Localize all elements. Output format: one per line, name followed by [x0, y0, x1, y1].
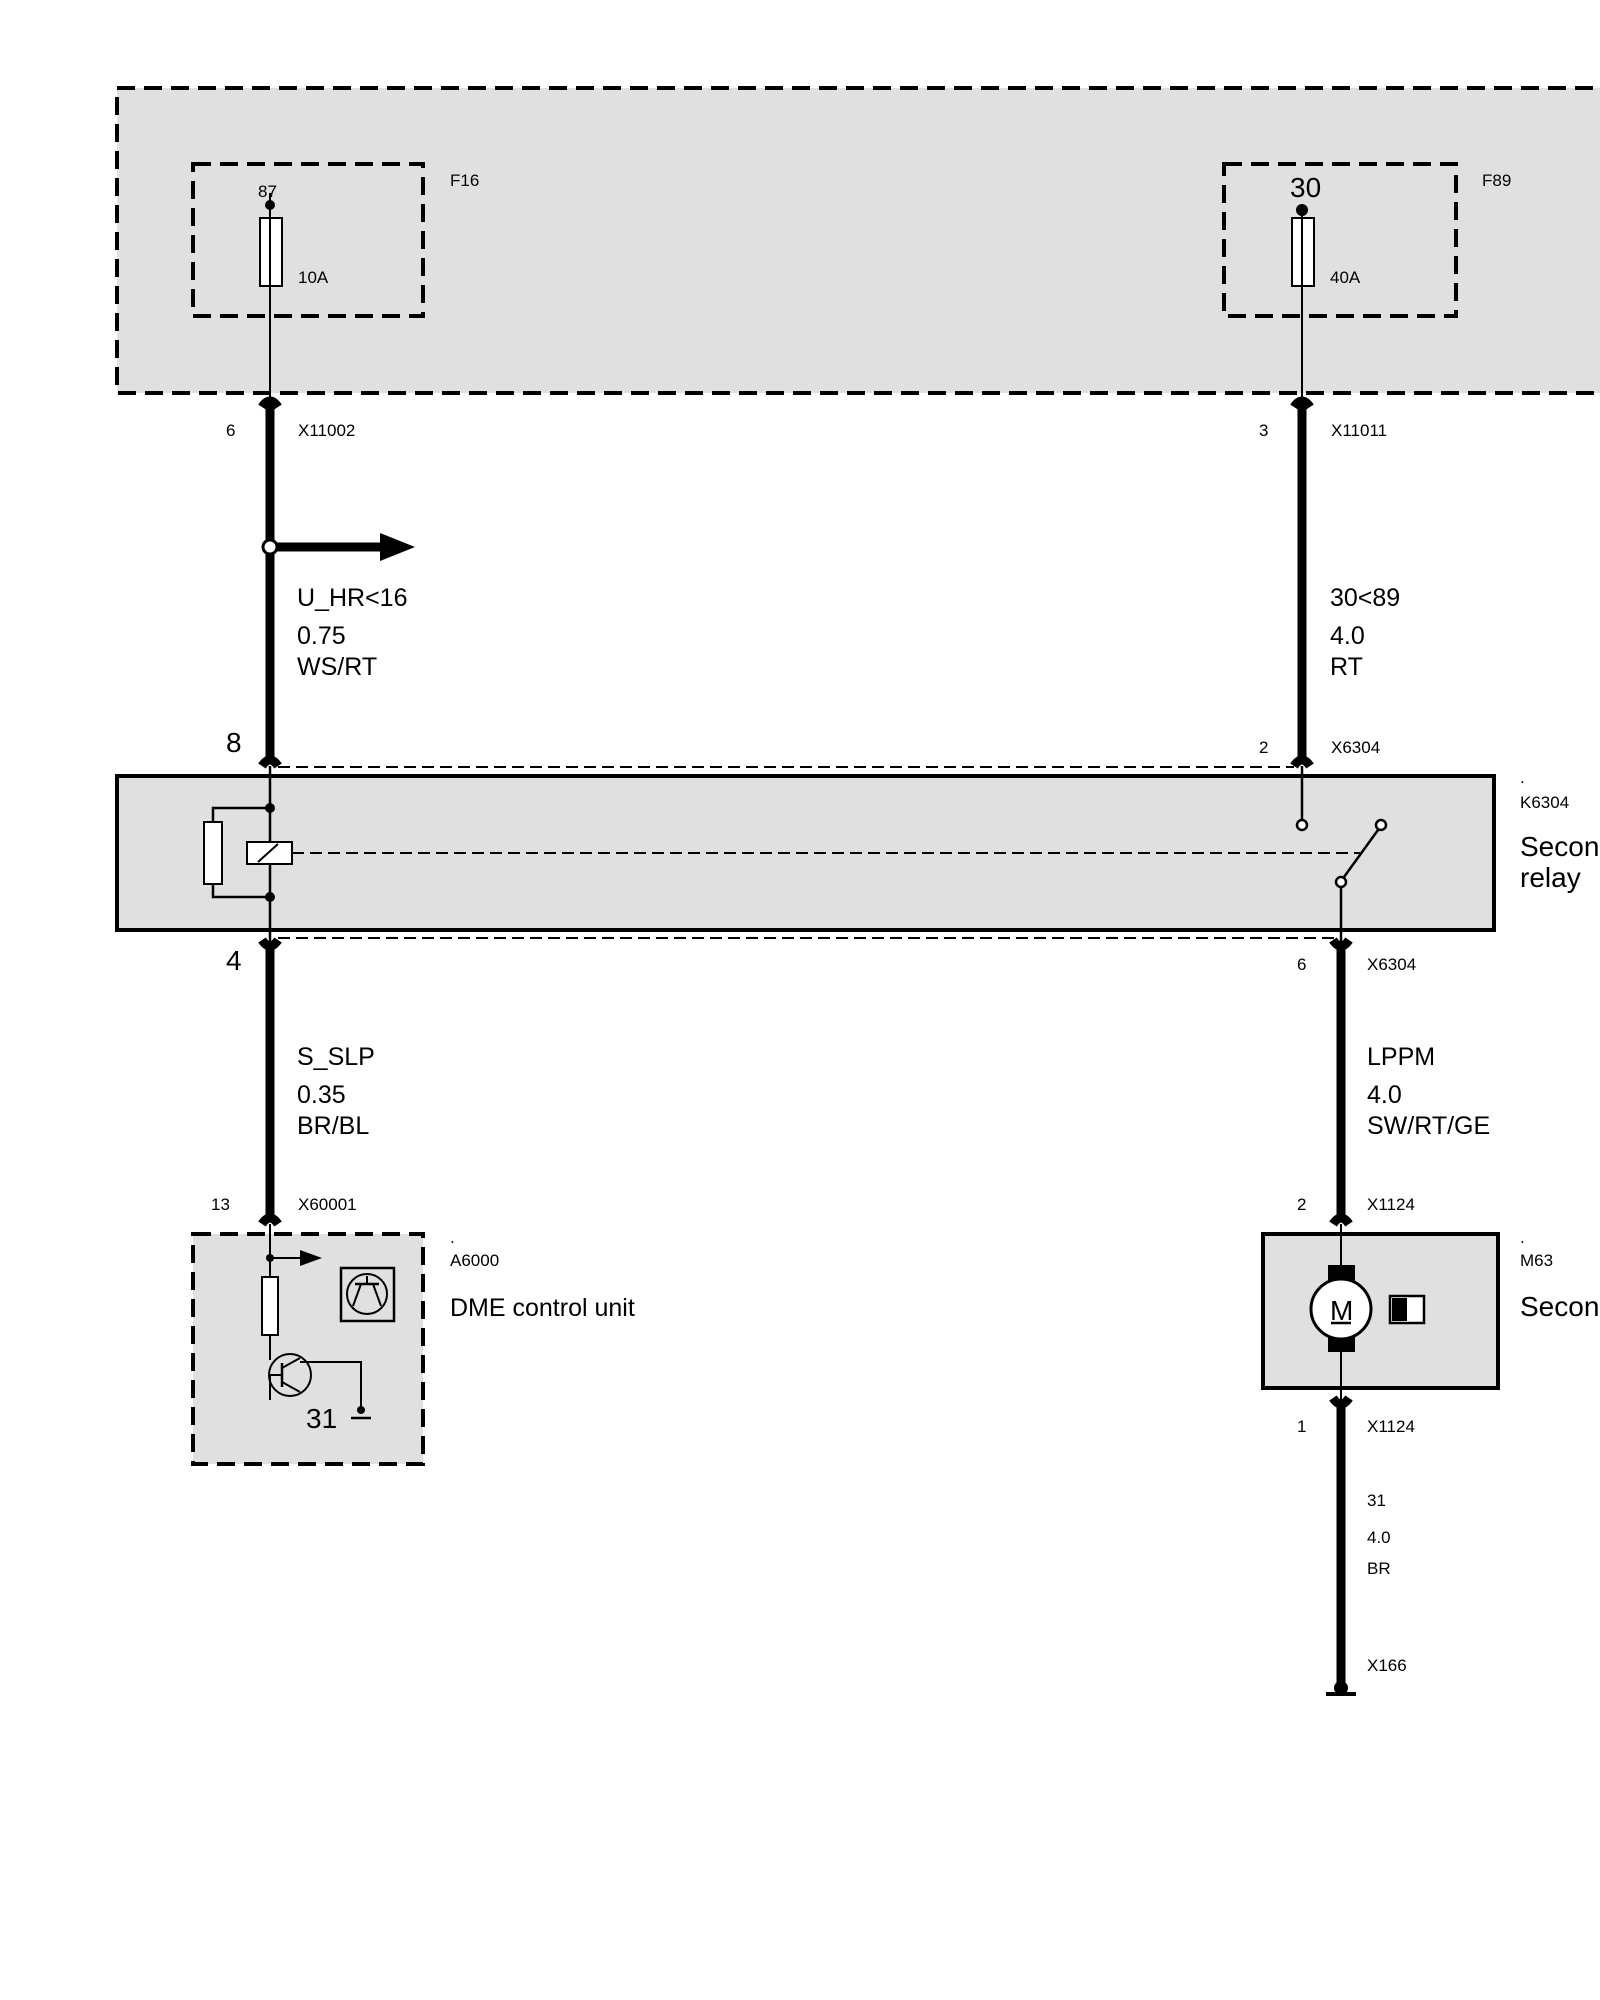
dme-id: A6000 — [450, 1251, 499, 1270]
ground-icon — [1326, 1681, 1356, 1696]
dme-internal-circuit — [261, 1224, 371, 1420]
wire-u-hr-signal: U_HR<16 — [297, 584, 407, 612]
relay-pin-2: 2 — [1259, 738, 1268, 757]
relay-pin-4: 4 — [226, 945, 242, 976]
relay-pin-8: 8 — [226, 727, 242, 758]
wire-ground[interactable] — [1329, 1395, 1353, 1688]
fuse-box — [115, 86, 1600, 395]
wire-lppm[interactable] — [1329, 937, 1353, 1227]
dme-label: DME control unit — [450, 1294, 635, 1322]
wire-lppm-color: SW/RT/GE — [1367, 1112, 1490, 1140]
wire-30-89-color: RT — [1330, 653, 1363, 681]
connector-x1124-bottom-pin: 1 — [1297, 1417, 1306, 1436]
relay-pin-6: 6 — [1297, 955, 1306, 974]
relay-label-line1: Secon — [1520, 831, 1599, 862]
relay-connector-label: X6304 — [1331, 738, 1380, 757]
wire-ground-gauge: 4.0 — [1367, 1528, 1391, 1547]
wire-u-hr-gauge: 0.75 — [297, 622, 346, 650]
connector-x11011: X11011 — [1331, 421, 1387, 440]
relay-coil — [203, 766, 293, 942]
wire-s-slp-signal: S_SLP — [297, 1043, 375, 1071]
wire-s-slp-color: BR/BL — [297, 1112, 369, 1140]
relay-id: K6304 — [1520, 793, 1569, 812]
connector-x1124-top-pin: 2 — [1297, 1195, 1306, 1214]
fuse-f89-terminal: 30 — [1290, 172, 1321, 203]
fuse-f89-rating: 40A — [1330, 268, 1361, 287]
wire-30-89-gauge: 4.0 — [1330, 622, 1365, 650]
connector-x11002-pin: 6 — [226, 421, 235, 440]
pump-m63[interactable] — [1261, 1232, 1500, 1390]
fuse-f16[interactable] — [191, 162, 425, 410]
connector-x11002: X11002 — [298, 421, 355, 440]
relay-dot: . — [1520, 768, 1525, 787]
pump-id: M63 — [1520, 1251, 1553, 1270]
dme-ground-label: 31 — [306, 1403, 337, 1434]
wire-lppm-signal: LPPM — [1367, 1043, 1435, 1071]
wire-ground-signal: 31 — [1367, 1491, 1386, 1510]
pump-dot: . — [1520, 1228, 1525, 1247]
wire-u-hr-color: WS/RT — [297, 653, 377, 681]
transistor-icon — [339, 1266, 396, 1323]
wire-branch-arrow — [261, 533, 415, 561]
ground-point-x166: X166 — [1367, 1656, 1407, 1675]
motor-symbol: M — [1330, 1295, 1353, 1326]
pump-icon — [1388, 1294, 1426, 1325]
relay-label-line2: relay — [1520, 862, 1581, 893]
wire-lppm-gauge: 4.0 — [1367, 1081, 1402, 1109]
wire-30-89[interactable] — [1290, 396, 1314, 769]
dme-control-unit[interactable] — [191, 1232, 425, 1466]
pump-label: Secon — [1520, 1291, 1599, 1322]
fuse-f16-id: F16 — [450, 171, 479, 190]
connector-x60001-pin: 13 — [211, 1195, 230, 1214]
dme-dot: . — [450, 1228, 455, 1247]
wire-s-slp-gauge: 0.35 — [297, 1081, 346, 1109]
wire-30-89-signal: 30<89 — [1330, 584, 1400, 612]
wire-ground-color: BR — [1367, 1559, 1391, 1578]
relay-connector-bottom-label: X6304 — [1367, 955, 1416, 974]
fuse-f89[interactable] — [1222, 162, 1458, 410]
connector-x1124-bottom: X1124 — [1367, 1417, 1415, 1436]
fuse-f16-terminal: 87 — [258, 182, 277, 201]
connector-x1124-top: X1124 — [1367, 1195, 1415, 1214]
wire-u-hr[interactable] — [258, 396, 282, 769]
connector-x11011-pin: 3 — [1259, 421, 1268, 440]
relay-switch — [1295, 766, 1388, 945]
fuse-f89-id: F89 — [1482, 171, 1511, 190]
fuse-f16-rating: 10A — [298, 268, 329, 287]
wire-s-slp[interactable] — [258, 937, 282, 1227]
motor-icon — [1309, 1224, 1373, 1400]
connector-x60001: X60001 — [298, 1195, 357, 1214]
